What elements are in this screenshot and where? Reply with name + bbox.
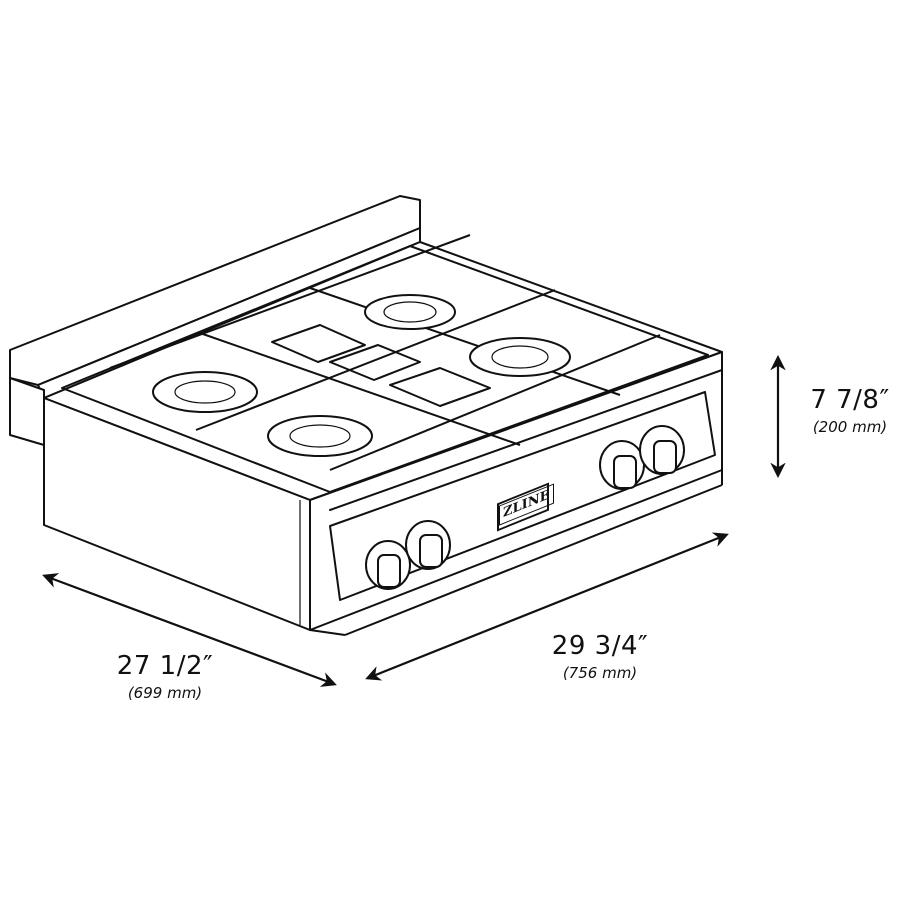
depth-dimension-label: 27 1/2″ (699 mm) — [95, 652, 235, 701]
backsplash — [9, 195, 421, 446]
width-dimension-line — [365, 532, 729, 681]
burner-front-right — [469, 337, 571, 377]
grates — [61, 234, 709, 493]
height-imperial: 7 7/8″ — [810, 385, 890, 415]
height-dimension-label: 7 7/8″ (200 mm) — [800, 386, 900, 435]
width-metric: (756 mm) — [562, 663, 638, 682]
knob-4[interactable] — [639, 425, 685, 475]
burner-rear-left — [152, 371, 258, 413]
burner-front-left — [267, 415, 373, 457]
burner-rear-right — [364, 294, 456, 330]
width-imperial: 29 3/4″ — [551, 631, 649, 661]
depth-imperial: 27 1/2″ — [116, 651, 214, 681]
knob-2[interactable] — [405, 520, 451, 570]
knob-1[interactable] — [365, 540, 411, 590]
width-dimension-label: 29 3/4″ (756 mm) — [530, 632, 670, 681]
depth-metric: (699 mm) — [127, 683, 203, 702]
knob-3[interactable] — [599, 440, 645, 490]
depth-dimension-line — [42, 573, 337, 687]
burners — [152, 294, 571, 457]
height-metric: (200 mm) — [812, 417, 888, 436]
